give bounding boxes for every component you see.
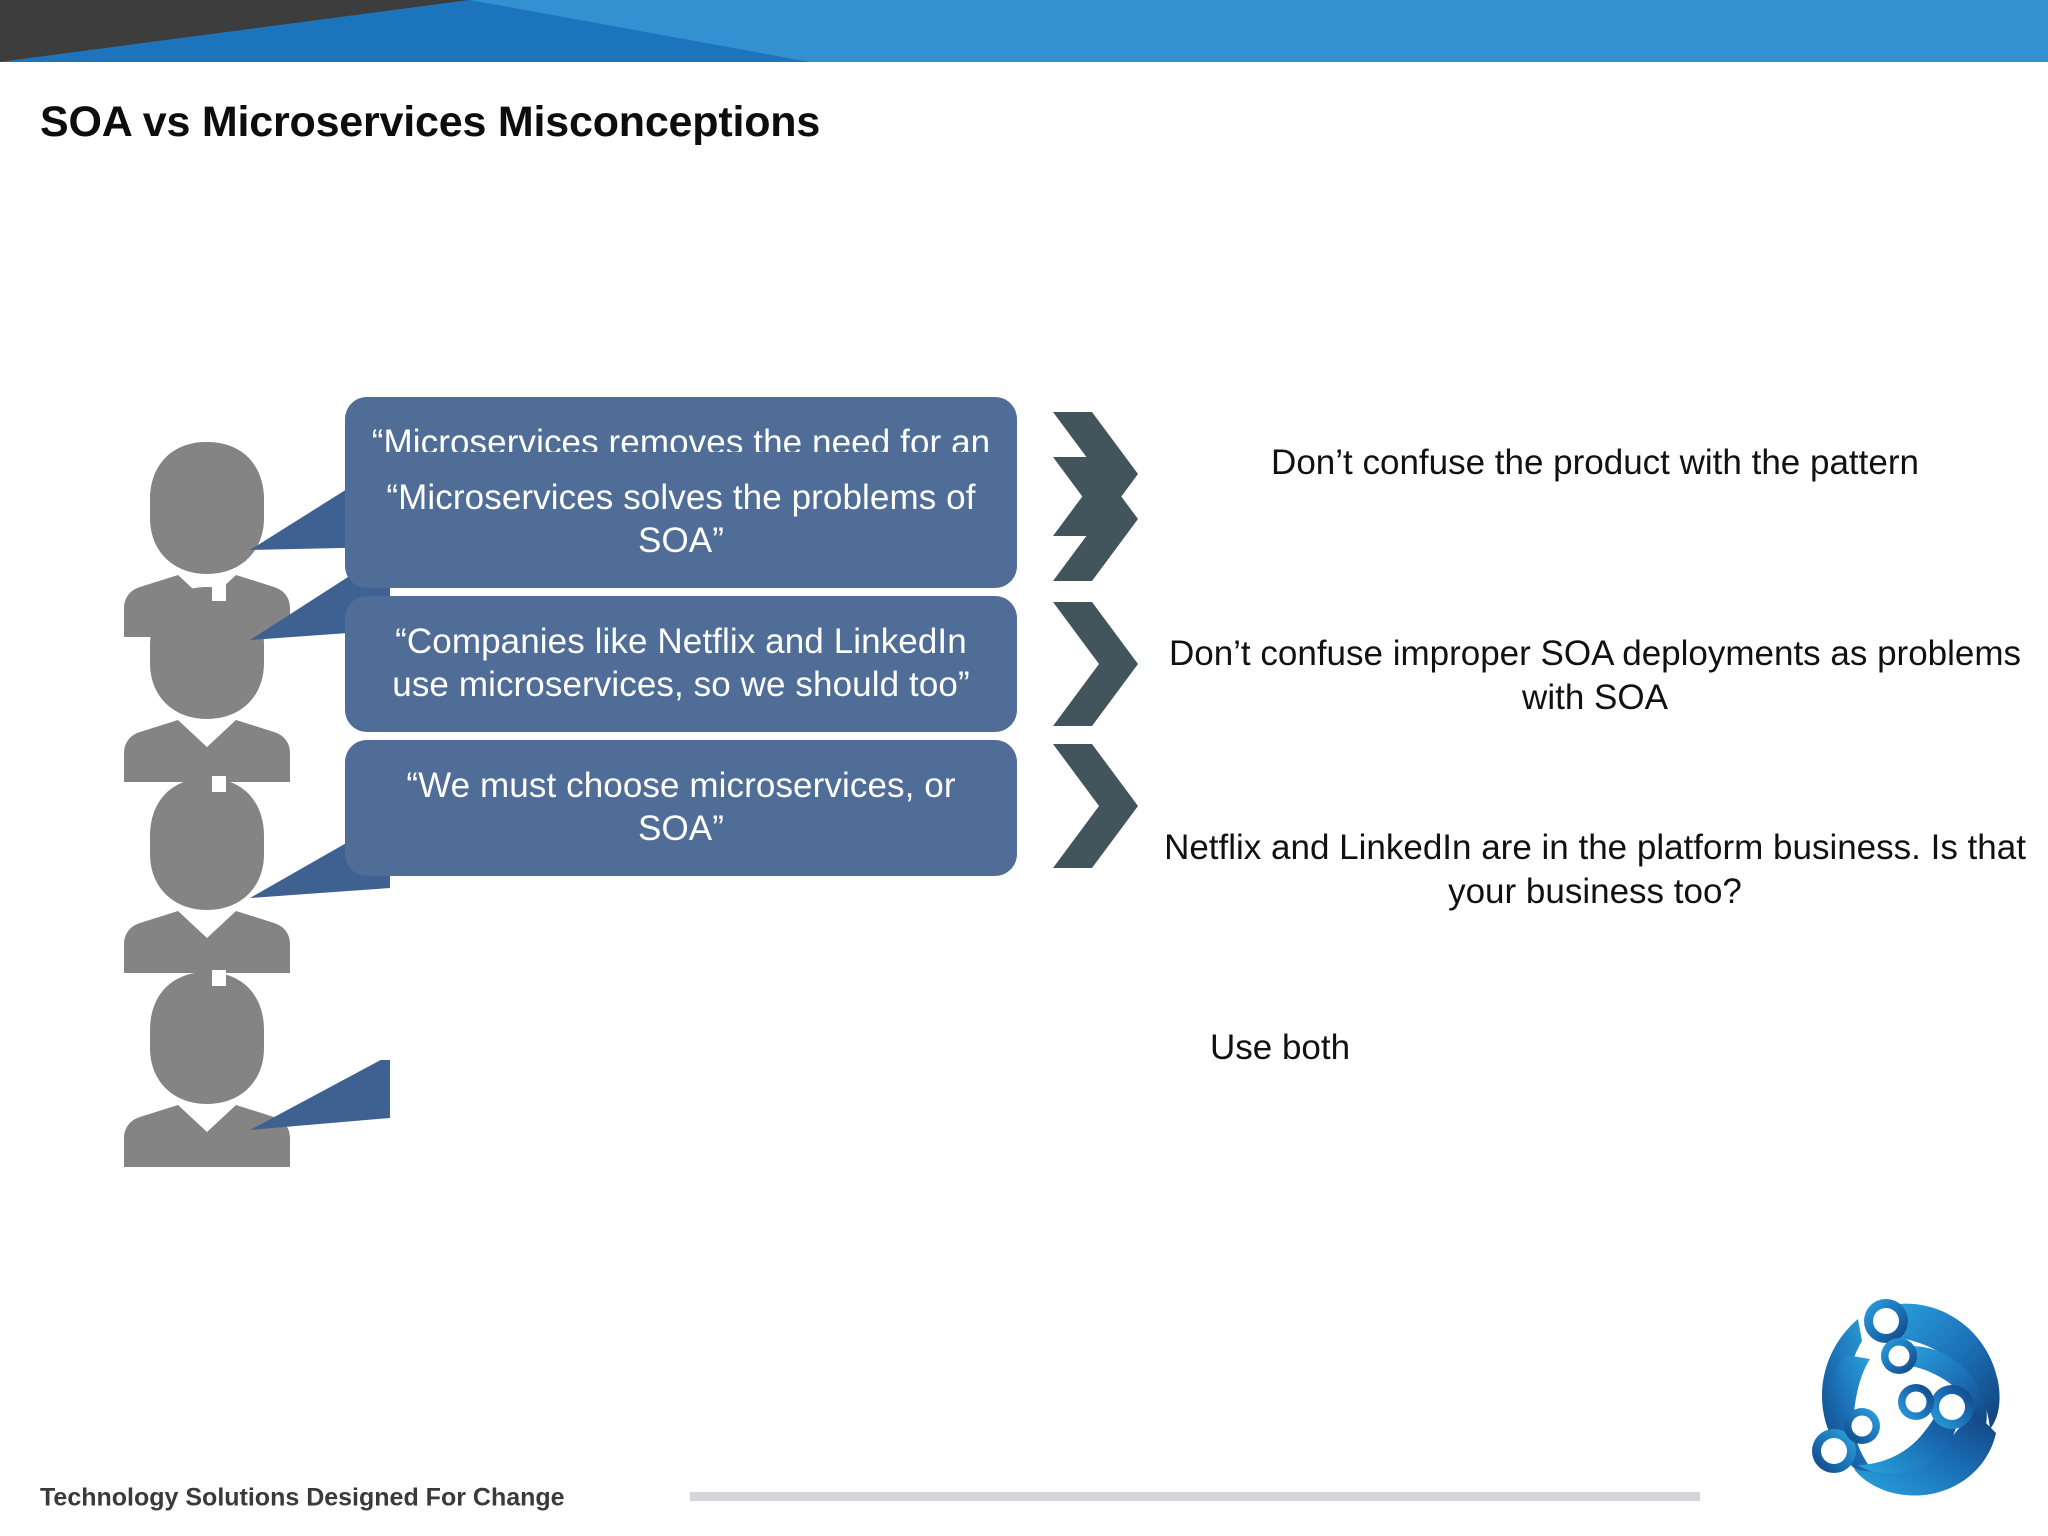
quote-bubble[interactable]: “Microservices solves the problems of SO… [345, 452, 1017, 588]
page-title: SOA vs Microservices Misconceptions [40, 98, 821, 146]
company-swirl-logo-icon [1800, 1285, 2030, 1515]
response-text: Netflix and LinkedIn are in the platform… [1164, 828, 2026, 912]
person-silhouette-icon [112, 962, 302, 1172]
chevron-right-icon [1050, 600, 1140, 728]
person-silhouette-icon [112, 768, 302, 978]
banner-bottom-edge [0, 62, 2048, 66]
response-text: Don’t confuse the product with the patte… [1271, 443, 1919, 482]
quote-bubble[interactable]: “We must choose microservices, or SOA” [345, 740, 1017, 876]
person-silhouette-icon [112, 577, 302, 787]
footer-tagline: Technology Solutions Designed For Change [40, 1483, 565, 1512]
header-banner [0, 0, 2048, 66]
chevron-right-icon [1050, 455, 1140, 583]
quote-text: “We must choose microservices, or SOA” [406, 766, 956, 848]
chevron-right-icon [1050, 742, 1140, 870]
quote-bubble[interactable]: “Companies like Netflix and LinkedIn use… [345, 596, 1017, 732]
quote-text: “Companies like Netflix and LinkedIn use… [392, 622, 970, 704]
footer-divider [690, 1492, 1700, 1501]
quote-text: “Microservices solves the problems of SO… [386, 478, 976, 560]
banner-dark-blue-wedge [0, 0, 810, 62]
response-text: Use both [1210, 1028, 1351, 1067]
response-text: Don’t confuse improper SOA deployments a… [1168, 634, 2022, 718]
